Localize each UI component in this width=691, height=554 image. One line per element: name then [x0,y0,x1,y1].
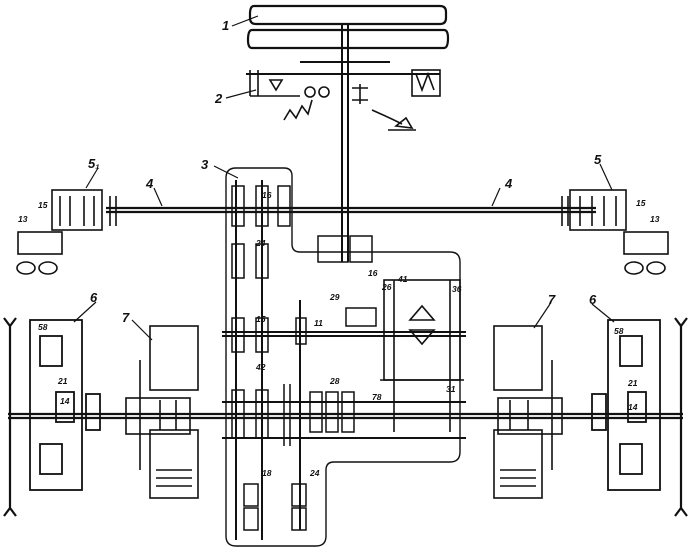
gear-number: 24 [309,468,320,478]
gear-number: 58 [38,322,48,332]
output-axle [3,317,688,517]
gear-numbers: 15 13 15 13 16 24 29 16 26 41 36 58 21 1… [18,190,660,478]
callout-6-left: 6 [90,290,98,305]
gear-number: 21 [627,378,638,388]
gear-sets [231,185,377,531]
gear-number: 11 [314,318,323,328]
gear-number: 14 [628,402,638,412]
planetary-drive-right [591,319,661,491]
callout-2: 2 [214,91,223,106]
gear-number: 24 [255,238,266,248]
callout-7-left: 7 [122,310,130,325]
callout-leaders [73,15,615,341]
gear-number: 78 [372,392,382,402]
callout-5: 5 [594,152,602,167]
callout-4-right: 4 [504,176,513,191]
callout-labels: 1 2 3 4 4 5₁ 5 6 6 7 7 [88,18,602,325]
gear-number: 14 [60,396,70,406]
gearbox-housing [225,167,461,547]
gear-number: 58 [614,326,624,336]
gear-number: 26 [381,282,392,292]
control-mechanism [249,69,441,131]
callout-6-right: 6 [589,292,597,307]
gear-number: 13 [18,214,28,224]
gear-number: 41 [397,274,408,284]
planetary-drive-left [29,319,101,491]
main-shaft [246,24,440,262]
gear-number: 28 [329,376,340,386]
callout-4-left: 4 [145,176,154,191]
gear-number: 16 [262,190,272,200]
gear-number: 31 [446,384,456,394]
side-unit-right [493,325,563,499]
gear-number: 36 [452,284,462,294]
gear-number: 18 [262,468,272,478]
side-unit-left [125,325,199,499]
gear-number: 42 [255,362,266,372]
transverse-shaft [106,206,596,214]
callout-5-sub-1: 5₁ [88,156,100,171]
gear-number: 15 [636,198,646,208]
final-drive-right [561,189,669,275]
gear-number: 16 [368,268,378,278]
gear-number: 13 [650,214,660,224]
callout-1: 1 [222,18,229,33]
turbine-unit [380,279,464,432]
gear-number: 15 [256,314,266,324]
callout-3: 3 [201,157,209,172]
callout-7-right: 7 [548,292,556,307]
engine-block [246,4,450,50]
final-drive-left [16,189,117,275]
gear-number: 21 [57,376,68,386]
gear-number: 29 [329,292,340,302]
gear-number: 15 [38,200,48,210]
